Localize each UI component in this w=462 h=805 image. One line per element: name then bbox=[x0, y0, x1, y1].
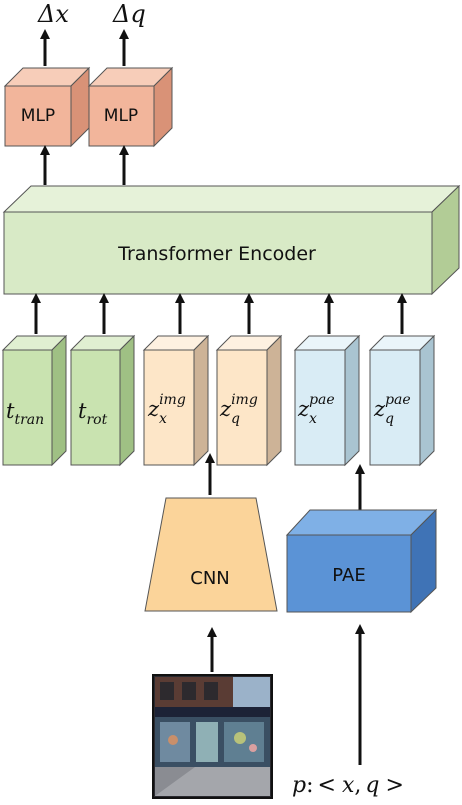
transformer-encoder-block: Transformer Encoder bbox=[2, 184, 461, 296]
mlp2-label: MLP bbox=[104, 106, 138, 126]
mlp1-label: MLP bbox=[21, 106, 55, 126]
photo-shop-door bbox=[196, 722, 218, 762]
photo-display-item-2 bbox=[234, 732, 246, 744]
token6-front-face bbox=[369, 349, 421, 466]
cnn-label: CNN bbox=[190, 568, 230, 589]
cnn-trapezoid bbox=[144, 497, 278, 612]
encoder-front-face bbox=[3, 211, 433, 295]
token1-side-face bbox=[51, 334, 67, 467]
token-t-tran: ttran bbox=[1, 334, 68, 467]
mlp-block-1: MLP bbox=[3, 66, 91, 148]
photo-pavement-light bbox=[155, 767, 270, 796]
mlp1-front-face bbox=[4, 85, 72, 147]
photo-display-item-3 bbox=[249, 744, 257, 752]
mlp2-front-face bbox=[88, 85, 155, 147]
token-t-rot: trot bbox=[69, 334, 136, 467]
input-street-image bbox=[152, 674, 273, 799]
pae-label: PAE bbox=[332, 565, 365, 586]
cnn-block: CNN bbox=[144, 497, 278, 612]
token3-side-face bbox=[193, 334, 209, 467]
output-delta-x-label: Δx bbox=[37, 0, 69, 28]
token2-side-face bbox=[119, 334, 135, 467]
photo-upper-window-3 bbox=[204, 682, 218, 700]
pae-front-face bbox=[286, 534, 412, 613]
photo-sky bbox=[233, 677, 270, 707]
encoder-top-face bbox=[2, 185, 461, 213]
encoder-label: Transformer Encoder bbox=[117, 243, 316, 265]
token1-front-face bbox=[2, 349, 53, 466]
photo-shop-fascia bbox=[155, 707, 270, 717]
token-t-rot-label: trot bbox=[78, 399, 108, 428]
pose-input-label: p:<x,q> bbox=[292, 773, 404, 798]
pae-block: PAE bbox=[285, 508, 438, 614]
token-t-tran-label: ttran bbox=[6, 399, 44, 428]
token3-front-face bbox=[143, 349, 195, 466]
photo-upper-window-1 bbox=[160, 682, 174, 700]
pae-top-face bbox=[285, 509, 438, 536]
token2-front-face bbox=[70, 349, 121, 466]
token5-side-face bbox=[344, 334, 360, 467]
mlp-block-2: MLP bbox=[87, 66, 174, 148]
photo-upper-window-2 bbox=[182, 682, 196, 700]
token4-side-face bbox=[266, 334, 282, 467]
photo-display-item-1 bbox=[168, 735, 178, 745]
token5-front-face bbox=[294, 349, 346, 466]
output-delta-q-label: Δq bbox=[112, 0, 146, 28]
token4-front-face bbox=[216, 349, 268, 466]
token6-side-face bbox=[419, 334, 435, 467]
